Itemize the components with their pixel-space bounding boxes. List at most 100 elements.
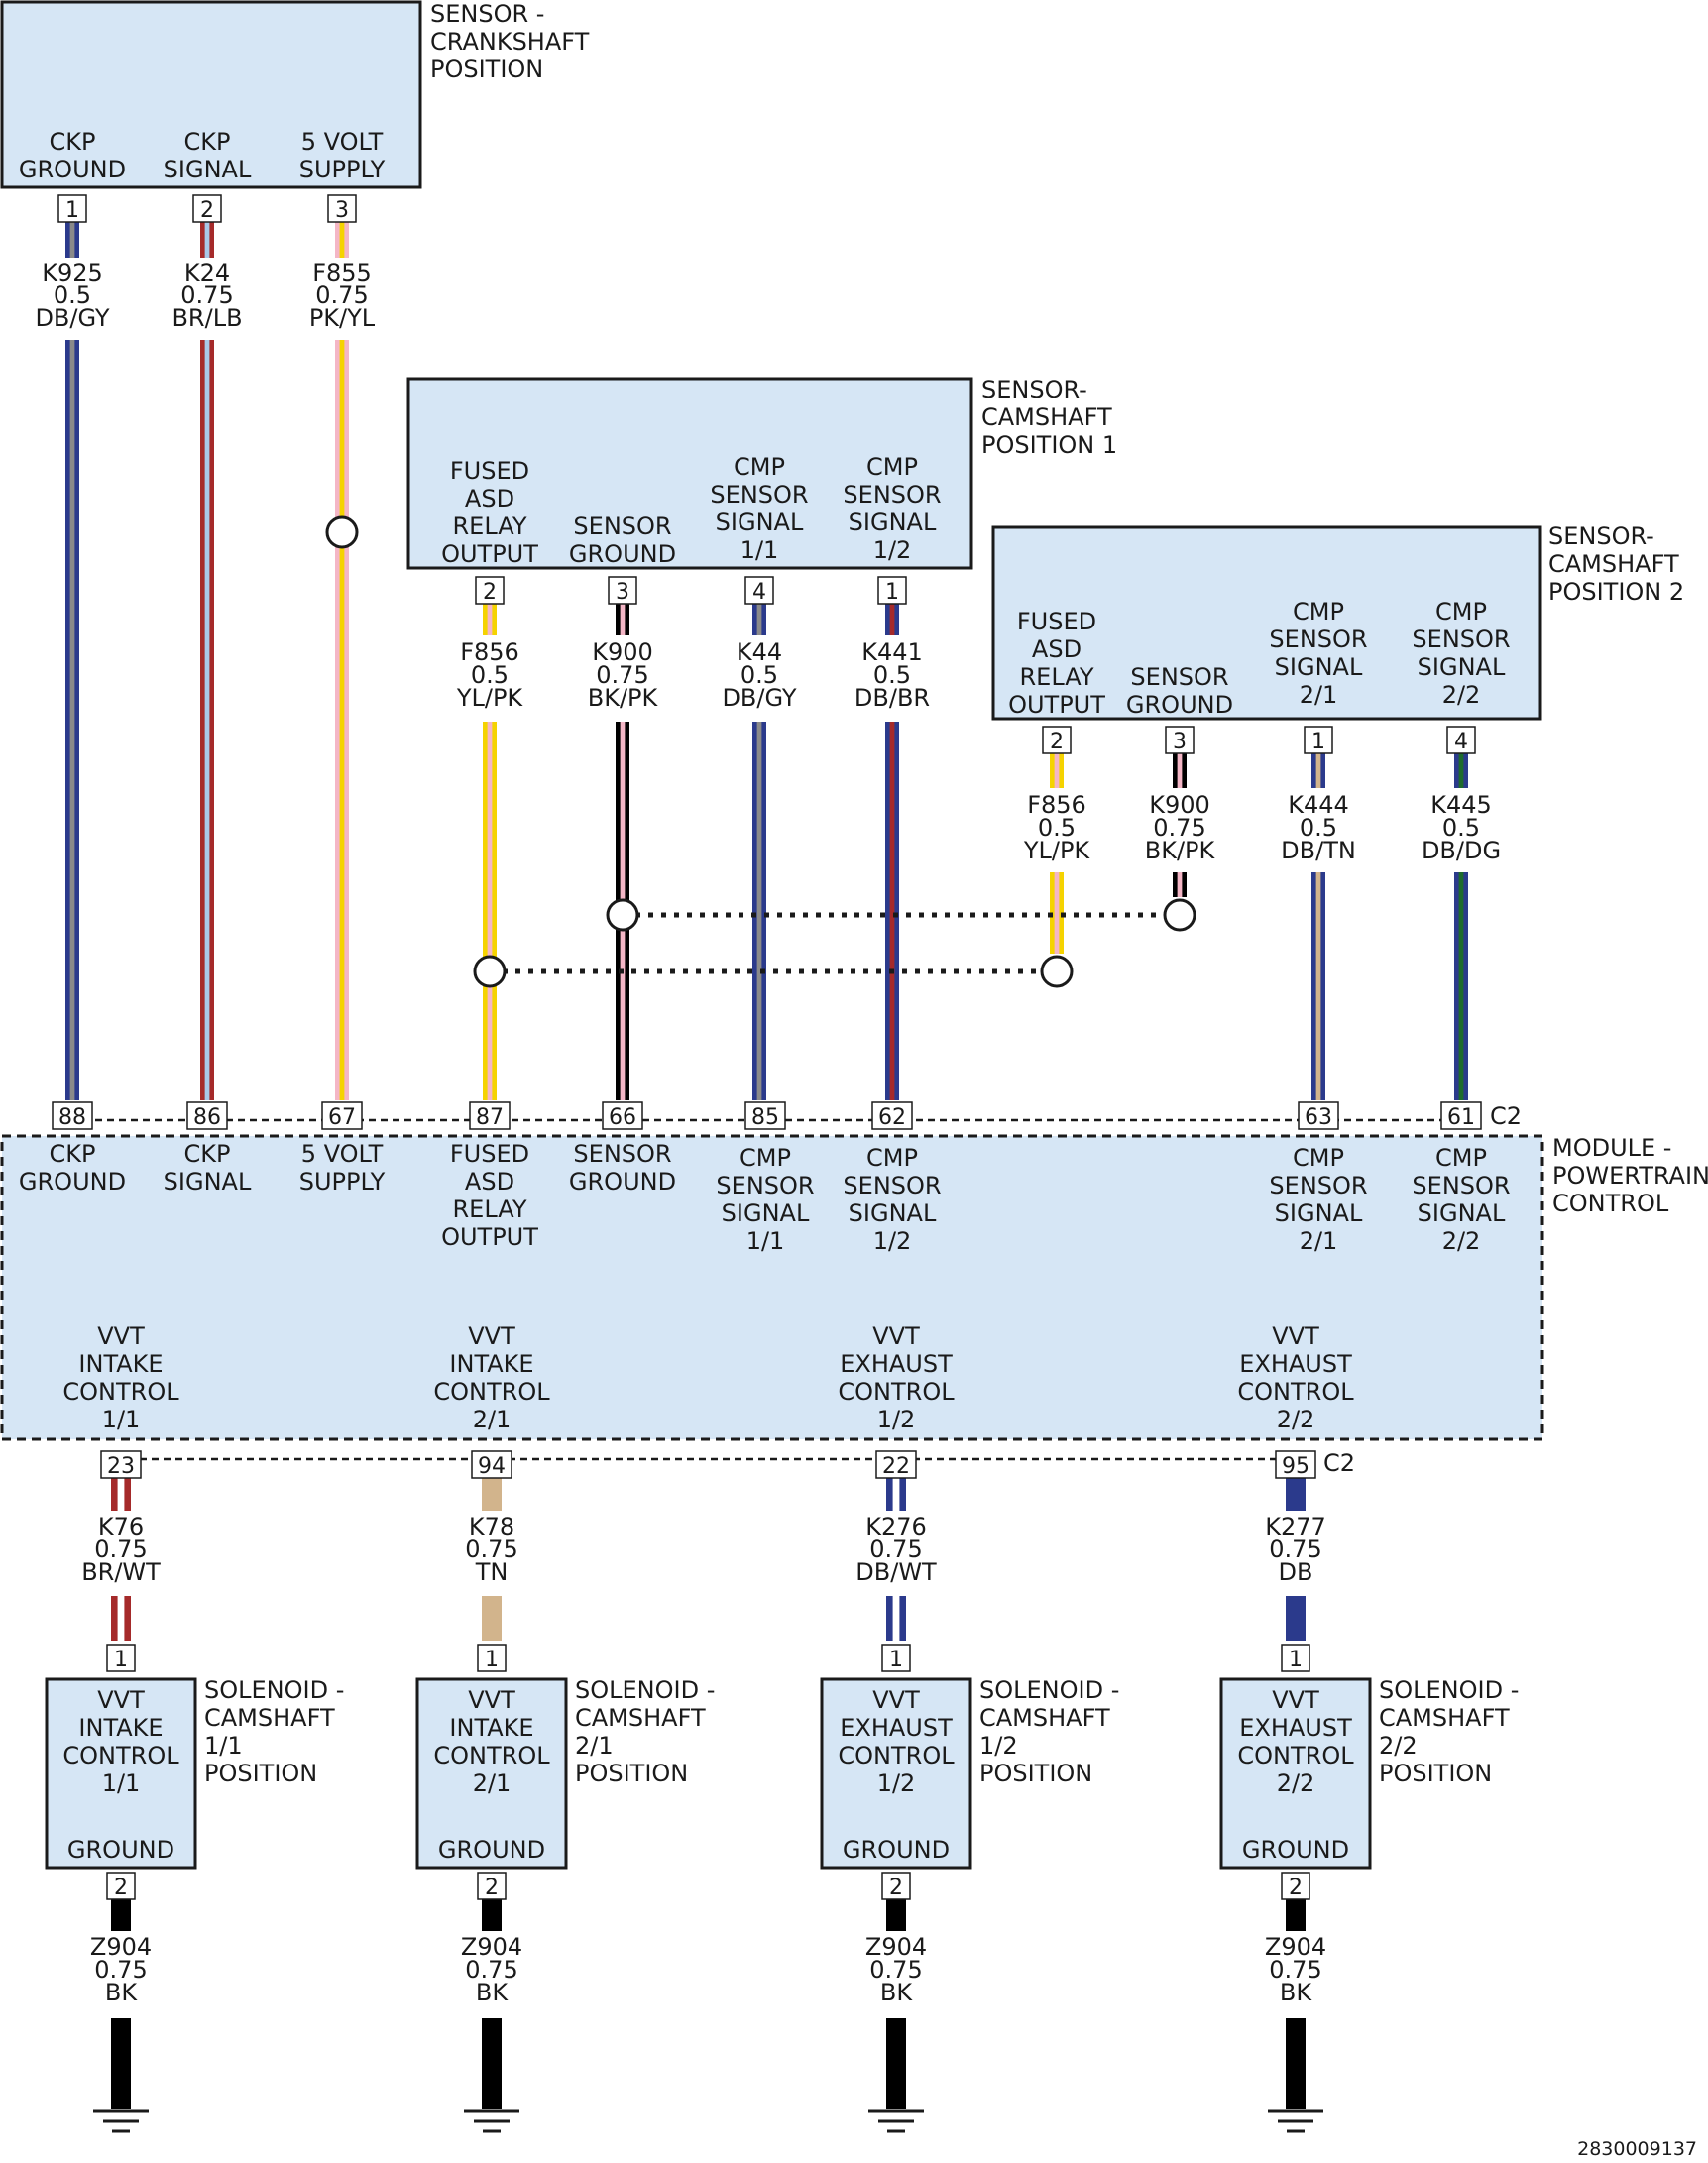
- cmp1-wire-1-stripe: [889, 722, 895, 1100]
- ground-wire-circuit: Z904: [1265, 1933, 1326, 1961]
- pcm-top-pin: 66: [609, 1105, 636, 1130]
- ground-wire-color: BK: [880, 1979, 913, 2006]
- cmp2-pin-label: GROUND: [1126, 691, 1233, 719]
- ckp-pin-box: [327, 194, 357, 223]
- cmp2-wire-label-color: DB/DG: [1422, 837, 1501, 864]
- ground-wire-bottom-3: [1286, 2018, 1306, 2109]
- vvt-wire-label-color: BR/WT: [81, 1558, 161, 1586]
- ground-wire-top-3: [1286, 1899, 1306, 1931]
- cmp1-pin-label: 1/2: [873, 536, 912, 564]
- pcm-c2-top-label: C2: [1490, 1102, 1522, 1130]
- cmp2-wire-top-1-stripe: [1315, 753, 1321, 788]
- labels-layer: SENSOR -CRANKSHAFTPOSITIONCKPGROUND1K925…: [19, 0, 1708, 2006]
- cmp1-wire-label-gauge: 0.5: [873, 661, 911, 689]
- ckp-5v-splice: [325, 515, 359, 549]
- cmp2-pin-label: SIGNAL: [1275, 653, 1363, 681]
- pcm-bottom-pin: 23: [107, 1454, 135, 1479]
- pcm-top-pin-box: [1440, 1101, 1482, 1130]
- ckp-pin-box: [57, 194, 87, 223]
- vvt-wire-bottom-94: [482, 1596, 502, 1641]
- cmp1-pin: 1: [885, 580, 899, 605]
- vvt-wire-label-circuit: K277: [1265, 1513, 1326, 1540]
- pcm-bottom-pin-label: CONTROL: [838, 1378, 955, 1406]
- ground-wire-top-0: [111, 1899, 131, 1931]
- cmp1-wire-label-gauge: 0.5: [740, 661, 778, 689]
- solenoid-label: CONTROL: [433, 1742, 550, 1769]
- solenoid-title: SOLENOID -: [979, 1676, 1119, 1704]
- solenoid-in-pin: 1: [485, 1648, 499, 1672]
- cmp2-pin-label: SENSOR: [1269, 626, 1367, 653]
- solenoid-in-pin: 1: [114, 1648, 128, 1672]
- pcm-top-pin: 62: [878, 1105, 906, 1130]
- pcm-top-pin: 86: [193, 1105, 221, 1130]
- cmp2-wire-label-gauge: 0.75: [1153, 814, 1205, 842]
- ckp-wire-3-stripe: [339, 340, 345, 1100]
- asd-splice-2: [1040, 955, 1074, 988]
- cmp1-sensor-title: SENSOR-: [981, 376, 1087, 403]
- components-layer: [0, 0, 1544, 1870]
- ckp-wire-top-1-stripe: [69, 222, 75, 258]
- pcm-top-pin-box: [186, 1101, 228, 1130]
- pcm-top-pin-label: 5 VOLT: [301, 1140, 384, 1168]
- ckp-wire-label-gauge: 0.5: [54, 282, 91, 309]
- pcm-top-pin-label: SENSOR: [716, 1172, 814, 1199]
- vvt-wire-bottom-22-stripe: [892, 1596, 900, 1641]
- cmp2-sensor-title: CAMSHAFT: [1548, 550, 1679, 578]
- ckp-pin-label: SIGNAL: [164, 156, 252, 183]
- pcm-top-pin-label: SENSOR: [1412, 1172, 1510, 1199]
- pcm-top-pin-label: CKP: [50, 1140, 96, 1168]
- ground-wire-bottom-0: [111, 2018, 131, 2109]
- solenoid-in-pin: 1: [1289, 1648, 1303, 1672]
- pcm-top-pin-label: 2/1: [1300, 1227, 1338, 1255]
- solenoid-label: EXHAUST: [1239, 1714, 1352, 1742]
- pcm-title: MODULE -: [1552, 1134, 1671, 1162]
- pcm-top-pin-label: SIGNAL: [1418, 1199, 1506, 1227]
- solenoid-label: INTAKE: [78, 1714, 163, 1742]
- pcm-bottom-pin-label: VVT: [872, 1322, 920, 1350]
- cmp1-pin-label: SENSOR: [843, 481, 941, 509]
- ckp-pin: 3: [335, 198, 349, 223]
- cmp1-wire-label-circuit: K44: [737, 638, 782, 666]
- ckp-pin-label: CKP: [184, 128, 231, 156]
- ground-wire-top-2: [886, 1899, 906, 1931]
- pcm-title: CONTROL: [1552, 1190, 1669, 1217]
- solenoid-ground-pin: 2: [114, 1876, 128, 1900]
- wires-layer: [65, 222, 1468, 2109]
- ckp-wire-label-color: PK/YL: [309, 304, 376, 332]
- pcm-top-pin-box: [321, 1101, 363, 1130]
- pcm-top-pin-box: [871, 1101, 913, 1130]
- vvt-wire-bottom-23-stripe: [117, 1596, 125, 1641]
- ground-wire-color: BK: [105, 1979, 138, 2006]
- cmp1-wire-label-color: DB/BR: [854, 684, 930, 712]
- ground-wire-gauge: 0.75: [94, 1956, 147, 1984]
- pcm-bottom-pin: 22: [882, 1454, 910, 1479]
- cmp1-pin-label: OUTPUT: [441, 540, 538, 568]
- solenoid-label: VVT: [872, 1686, 920, 1714]
- pcm-bottom-pin-label: VVT: [97, 1322, 145, 1350]
- ground-wire-top-1: [482, 1899, 502, 1931]
- ground-wire-circuit: Z904: [461, 1933, 522, 1961]
- cmp2-wire-gnd-lower-stripe: [1177, 872, 1183, 897]
- solenoid-title: 1/1: [204, 1732, 243, 1760]
- cmp1-pin-label: ASD: [465, 485, 514, 512]
- pcm-bottom-pin-label: 1/2: [877, 1406, 916, 1433]
- cmp1-pin-box: [877, 576, 907, 605]
- pcm-top-pin-label: 1/2: [873, 1227, 912, 1255]
- cmp2-pin: 3: [1173, 730, 1187, 754]
- cmp1-pin-label: FUSED: [450, 457, 529, 485]
- cmp1-pin-label: GROUND: [569, 540, 676, 568]
- cmp2-pin-label: 2/1: [1300, 681, 1338, 709]
- cmp2-wire-signal21-lower-stripe: [1315, 872, 1321, 1100]
- marks-layer: [52, 194, 1482, 2133]
- pcm-c2-bottom-label: C2: [1323, 1449, 1355, 1477]
- pcm-top-pin-box: [1298, 1101, 1339, 1130]
- cmp2-wire-label-color: DB/TN: [1281, 837, 1356, 864]
- pcm-bottom-pin-label: 1/1: [102, 1406, 141, 1433]
- pcm-top-pin-label: 2/2: [1442, 1227, 1481, 1255]
- cmp1-sensor-box: [406, 377, 973, 570]
- solenoid-title: SOLENOID -: [204, 1676, 344, 1704]
- cmp2-pin-label: SIGNAL: [1418, 653, 1506, 681]
- pcm-top-pin-label: CKP: [184, 1140, 231, 1168]
- vvt-wire-top-23-stripe: [117, 1478, 125, 1511]
- vvt-wire-bottom-95: [1286, 1596, 1306, 1641]
